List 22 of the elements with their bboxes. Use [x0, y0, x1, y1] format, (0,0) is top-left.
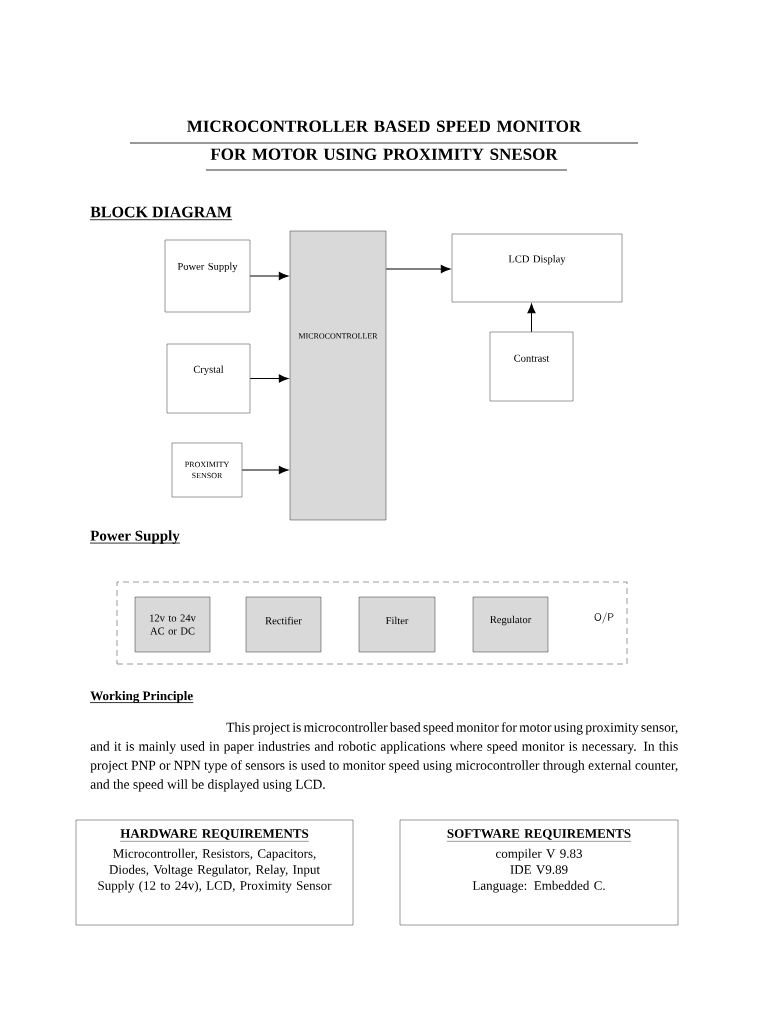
section-heading: BLOCK DIAGRAM: [89, 206, 233, 221]
section-heading: Working Principle: [89, 691, 194, 703]
arrow: [249, 271, 289, 281]
title: MICROCONTROLLER BASED SPEED MONITOR FOR MOTOR USING PROXIMITY SNESOR: [129, 120, 639, 171]
stage-box: Regulator: [472, 596, 549, 653]
microcontroller-block: MICROCONTROLLER: [289, 230, 387, 521]
stage-box: 12v to 24v AC or DC: [134, 596, 211, 653]
block-box: LCD Display: [451, 233, 623, 303]
block-box: PROXIMITY SENSOR: [171, 442, 243, 498]
arrow: [385, 264, 451, 274]
section-heading: Power Supply: [89, 530, 181, 544]
requirements-box: SOFTWARE REQUIREMENTS compiler V 9.83 IDE V9.89 Language: Embedded C.: [399, 819, 679, 926]
arrow: [527, 303, 536, 333]
requirements-box: HARDWARE REQUIREMENTS Microcontroller, Resistors, Capacitors, Diodes, Voltage Regulator, Relay, Input Supply (12 to 24v), LCD, Proximity Sensor: [75, 819, 354, 926]
block-box: Crystal: [166, 343, 251, 414]
block-box: Contrast: [489, 331, 574, 402]
block-box: Power Supply: [164, 239, 251, 313]
paragraph: This project is microcontroller based speed monitor for motor using proximity sensor, and it is mainly used in paper industries and robotic applications where speed monitor is necessary. In this project PNP or NPN type of sensors is used to monitor speed using microcontroller through external counter, and the speed will be displayed using LCD.: [90, 722, 678, 792]
arrow: [249, 374, 289, 383]
arrow: [241, 465, 289, 475]
stage-box: Rectifier: [245, 596, 322, 653]
stage-box: Filter: [358, 596, 436, 653]
